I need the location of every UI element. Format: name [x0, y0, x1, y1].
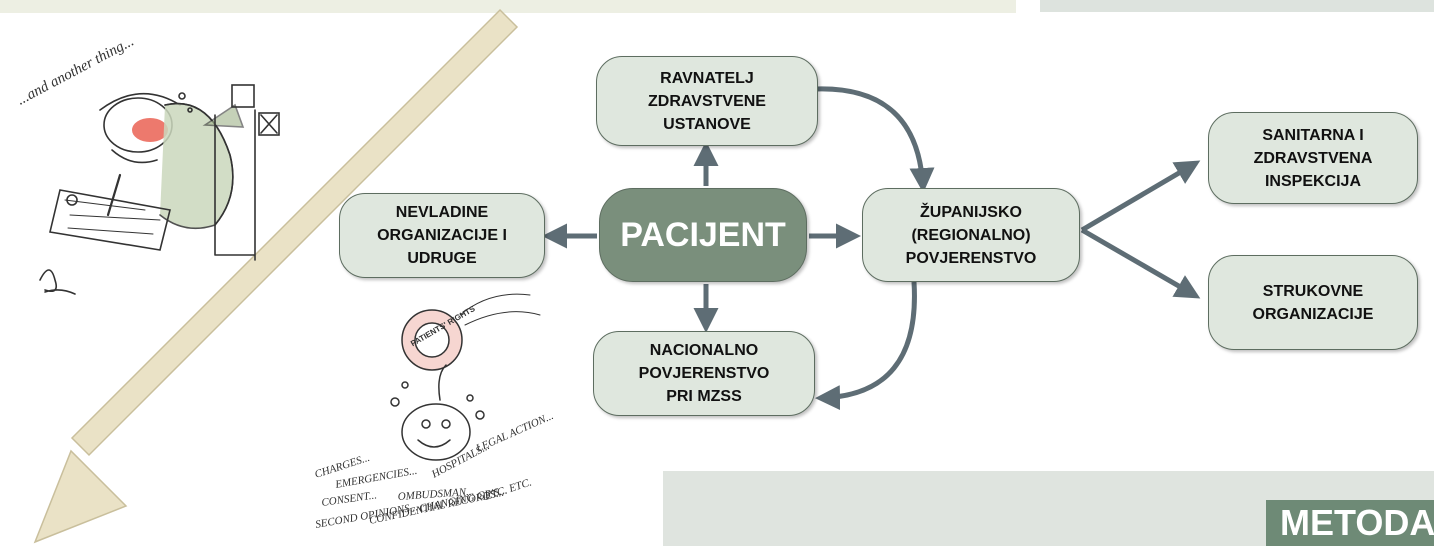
node-strukovne: STRUKOVNE ORGANIZACIJE: [1208, 255, 1418, 350]
node-nacionalno: NACIONALNO POVJERENSTVO PRI MZSS: [593, 331, 815, 416]
writing-man-sketch: [39, 84, 280, 295]
node-pacijent: PACIJENT: [599, 188, 807, 282]
node-ravnatelj: RAVNATELJ ZDRAVSTVENE USTANOVE: [596, 56, 818, 146]
node-nevladine: NEVLADINE ORGANIZACIJE I UDRUGE: [339, 193, 545, 278]
top-left-band: [0, 0, 1016, 13]
arrow-to-sanitarna: [1080, 160, 1201, 233]
diagonal-arrow: [33, 8, 519, 544]
sketch-word: OMBUDSMAN...: [397, 486, 474, 503]
section-label: METODA: [1266, 500, 1434, 546]
node-sanitarna: SANITARNA I ZDRAVSTVENA INSPEKCIJA: [1208, 112, 1418, 204]
patients-rights-sketch: [390, 293, 541, 461]
arrow-ravnatelj-to-zupanijsko: [815, 86, 935, 193]
node-zupanijsko: ŽUPANIJSKO (REGIONALNO) POVJERENSTVO: [862, 188, 1080, 282]
arrow-to-strukovne: [1080, 227, 1201, 299]
arrow-zupanijsko-to-nacionalno: [815, 281, 917, 411]
top-right-band: [1040, 0, 1434, 12]
